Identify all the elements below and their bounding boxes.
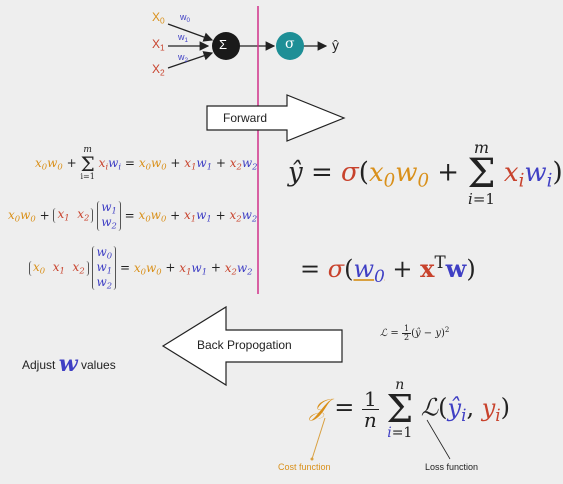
sum-operator-cost: n Σ i=1 [386,377,414,442]
neural-network-diagram: X0 X1 X2 w0 w1 w2 Σ σ ŷ Forward Back Pro… [8,6,563,472]
equation-forward-main: ŷ = σ(x0w0 + m Σ i=1 xiwi) [288,138,563,208]
sum-neuron [212,32,240,60]
sum-operator-small: m Σ i=1 [80,145,95,181]
input-x2: X2 [152,62,165,78]
row-vector-x0-x1-x2: x0 x1 x2 [29,260,89,276]
equation-forward-vector: = σ(w0 + xTw) [300,252,476,287]
column-vector-w0-w1-w2: w0 w1 w2 [92,246,117,291]
weight-w2: w2 [178,52,189,64]
adjust-weights-text: Adjust w values [22,351,116,377]
diagram-graphics [161,6,451,461]
forward-label: Forward [223,111,268,125]
equation-left-matrix: x0w0 + x1 x2 w1 w2 = x0w0 + x1w1 + x2w2 [8,200,258,231]
back-propagation-label: Back Propogation [197,338,292,352]
input-x0: X0 [152,10,165,26]
cost-annotation-line [311,417,326,460]
equation-left-vector: x0 x1 x2 w0 w1 w2 = x0w0 + x1w1 + x2w2 [29,246,253,291]
sum-symbol: Σ [219,37,228,52]
activation-neuron [276,32,304,60]
adjust-prefix: Adjust [22,358,56,372]
output-y-hat: ŷ [332,37,339,53]
sum-operator-large: m Σ i=1 [467,138,496,208]
cost-function-label: Cost function [278,462,331,472]
column-vector-w1-w2: w1 w2 [97,201,121,231]
input-edge-0 [167,23,214,42]
cost-annotation-dot [310,457,314,461]
back-arrow-shape [161,305,343,387]
activation-symbol: σ [285,36,295,52]
equation-left-sum: x0w0 + m Σ i=1 xiwi = x0w0 + x1w1 + x2w2 [35,145,258,181]
forward-arrow-shape [206,94,346,142]
adjust-w-symbol: w [58,351,78,377]
loss-annotation-line [426,419,451,460]
adjust-suffix: values [81,358,116,372]
input-edge-2 [167,51,214,69]
input-x1: X1 [152,37,165,53]
loss-function-label: Loss function [425,462,479,472]
weight-w0: w0 [180,12,191,24]
weight-w1: w1 [178,32,189,44]
row-vector-x1-x2: x1 x2 [53,208,94,224]
